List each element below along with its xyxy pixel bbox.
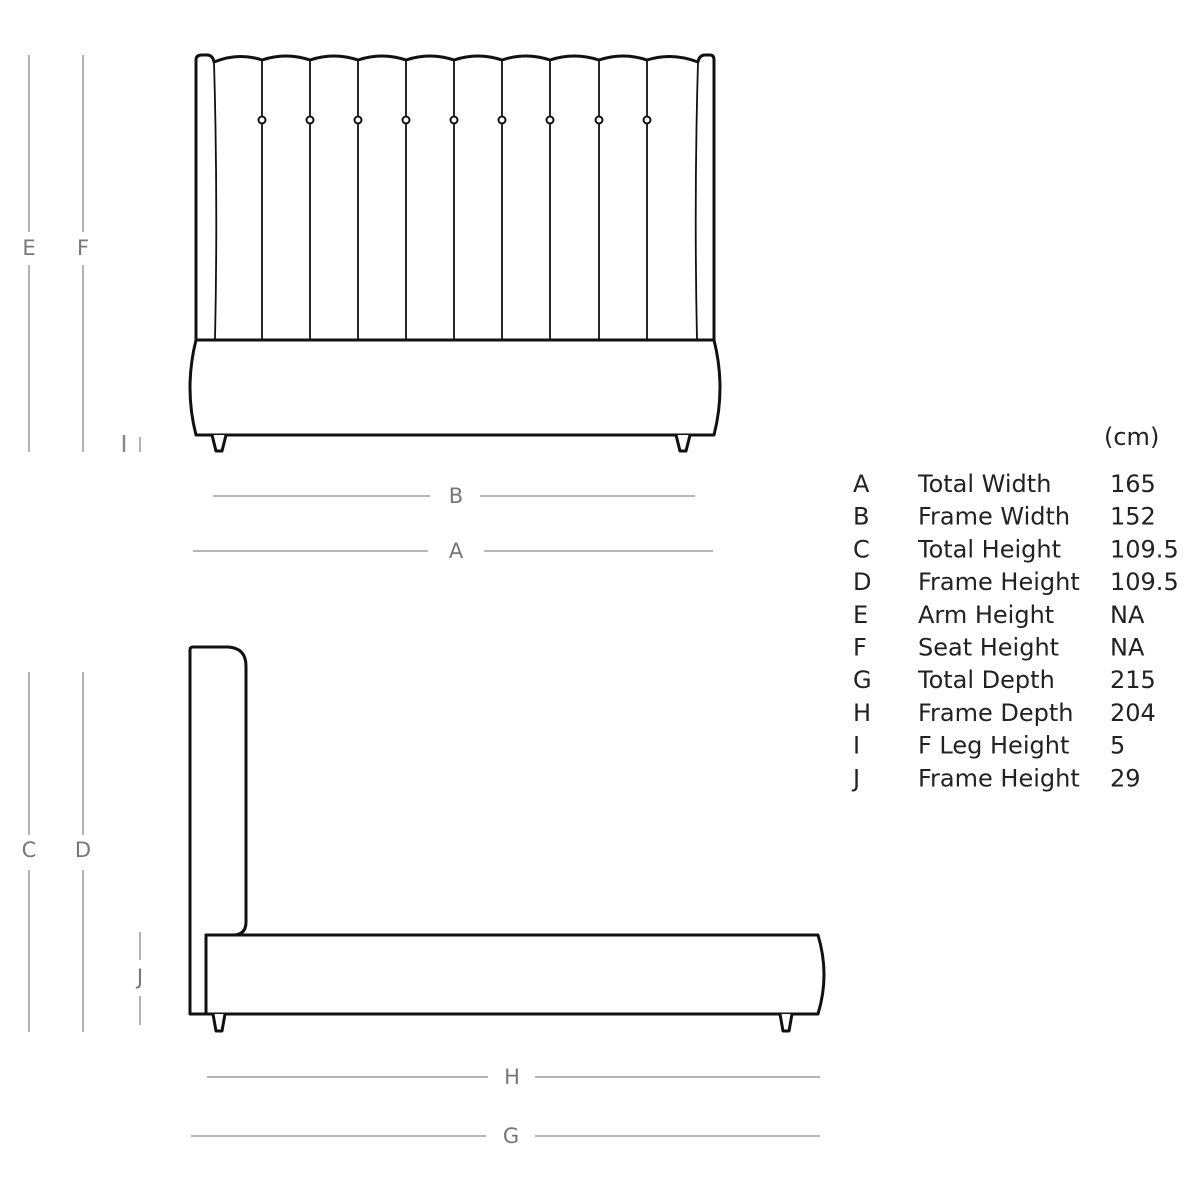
tufting-button (401, 115, 411, 125)
unit-label: (cm) (1104, 423, 1159, 451)
row-value: NA (1110, 634, 1145, 662)
row-name: Frame Depth (918, 699, 1074, 727)
table-row: J Frame Height 29 (851, 764, 1141, 792)
label-j: J (135, 965, 143, 989)
tufting-button (497, 115, 507, 125)
row-value: 109.5 (1110, 568, 1179, 596)
row-value: NA (1110, 601, 1145, 629)
left-wing-line (213, 61, 218, 341)
row-value: 152 (1110, 503, 1156, 531)
label-b: B (449, 484, 463, 508)
tufting-button (449, 115, 459, 125)
label-a: A (449, 539, 464, 563)
row-name: Total Width (917, 470, 1051, 498)
row-key: E (853, 601, 868, 629)
row-value: 215 (1110, 666, 1156, 694)
front-leg-right (674, 434, 692, 453)
row-value: 204 (1110, 699, 1156, 727)
row-key: A (853, 470, 870, 498)
label-g: G (503, 1124, 519, 1148)
table-row: B Frame Width 152 (853, 503, 1156, 531)
tufting-button (353, 115, 363, 125)
table-row: I F Leg Height 5 (853, 732, 1125, 760)
dimension-lines: E F B A C D J H G (22, 55, 820, 1148)
right-wing-line (694, 61, 699, 341)
row-name: Total Height (917, 535, 1061, 563)
row-name: Frame Width (918, 503, 1070, 531)
table-row: H Frame Depth 204 (853, 699, 1156, 727)
front-view (188, 53, 722, 453)
row-key: C (853, 535, 870, 563)
row-key: B (853, 503, 869, 531)
bed-base-front (188, 338, 722, 437)
row-name: Total Depth (917, 666, 1055, 694)
label-f: F (77, 236, 89, 260)
row-key: J (851, 764, 860, 792)
side-view (188, 645, 826, 1033)
tufting-button (305, 115, 315, 125)
row-value: 165 (1110, 470, 1156, 498)
side-leg-front (211, 1013, 227, 1033)
row-name: Frame Height (918, 764, 1080, 792)
row-value: 109.5 (1110, 535, 1179, 563)
label-d: D (75, 838, 91, 862)
tufting-button (594, 115, 604, 125)
bed-base-side (204, 933, 826, 1016)
row-value: 29 (1110, 764, 1141, 792)
channel-lines (257, 60, 652, 340)
row-key: G (853, 666, 872, 694)
table-row: G Total Depth 215 (853, 666, 1156, 694)
row-name: Seat Height (918, 634, 1059, 662)
label-e: E (22, 236, 35, 260)
label-h: H (504, 1065, 520, 1089)
row-name: Frame Height (918, 568, 1080, 596)
row-key: H (853, 699, 871, 727)
table-row: A Total Width 165 (853, 470, 1156, 498)
tufting-button (545, 115, 555, 125)
table-row: D Frame Height 109.5 (853, 568, 1179, 596)
row-key: F (853, 634, 867, 662)
row-name: Arm Height (918, 601, 1054, 629)
tufting-button (257, 115, 267, 125)
table-row: E Arm Height NA (853, 601, 1145, 629)
side-leg-back (778, 1013, 794, 1033)
table-row: C Total Height 109.5 (853, 535, 1179, 563)
row-key: D (853, 568, 871, 596)
table-row: F Seat Height NA (853, 634, 1145, 662)
tufting-button (642, 115, 652, 125)
headboard-outline (194, 53, 716, 342)
label-c: C (22, 838, 37, 862)
front-leg-left (210, 434, 228, 453)
row-value: 5 (1110, 732, 1125, 760)
row-name: F Leg Height (918, 732, 1069, 760)
row-key: I (853, 732, 860, 760)
